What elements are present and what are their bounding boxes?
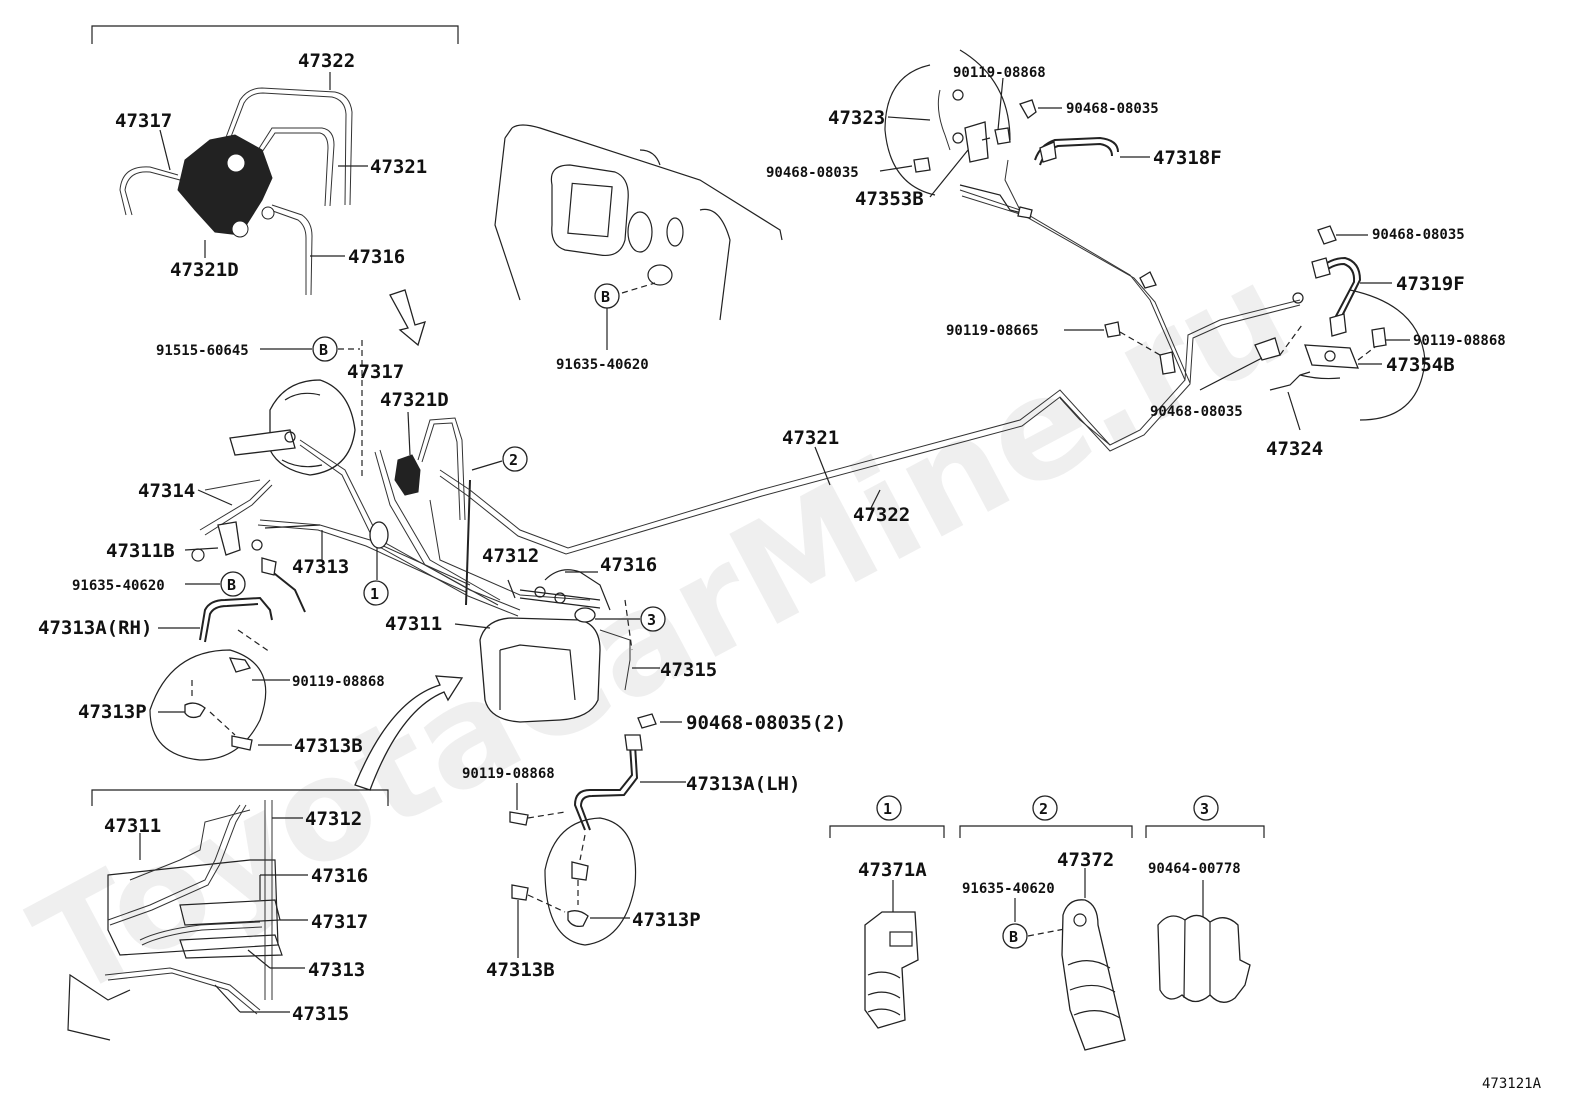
label-47311-mid: 47311	[385, 613, 442, 635]
label-90119-tr: 90119-08868	[953, 65, 1046, 81]
rear-right-assembly	[1254, 225, 1426, 421]
label-47372: 47372	[1057, 849, 1114, 871]
label-47321D-mid: 47321D	[380, 389, 449, 411]
label-47322-top: 47322	[298, 50, 355, 72]
proportioning-valve-mid	[394, 411, 466, 521]
label-47317-mid: 47317	[347, 361, 404, 383]
svg-text:B: B	[1009, 928, 1018, 946]
label-47313P-left: 47313P	[78, 701, 147, 723]
label-47313: 47313	[292, 556, 349, 578]
top-left-inset	[91, 25, 459, 296]
label-90119-lh: 90119-08868	[462, 766, 555, 782]
front-lh-assembly	[509, 713, 682, 946]
inset-arrow-icon	[389, 289, 426, 347]
label-47321-main: 47321	[782, 427, 839, 449]
master-cylinder	[229, 379, 356, 476]
callout-2-mid: 2	[502, 446, 528, 472]
svg-text:1: 1	[370, 585, 379, 603]
label-47312-mid: 47312	[482, 545, 539, 567]
callout-3-mid: 3	[640, 606, 666, 632]
label-47317-top: 47317	[115, 110, 172, 132]
label-47317-inset: 47317	[311, 911, 368, 933]
clamp-detail-2: 2 B	[959, 795, 1133, 1051]
label-47371A: 47371A	[858, 859, 927, 881]
svg-text:B: B	[227, 576, 236, 594]
svg-text:B: B	[601, 288, 610, 306]
label-90119-08665: 90119-08665	[946, 323, 1039, 339]
label-47318F: 47318F	[1153, 147, 1222, 169]
label-47319F: 47319F	[1396, 273, 1465, 295]
callout-b-master: B	[312, 336, 338, 362]
rear-left-assembly	[884, 49, 1176, 375]
clamp-detail-1: 1	[829, 795, 945, 1029]
label-47313A-LH: 47313A(LH)	[686, 773, 800, 795]
callout-b-bay: B	[594, 283, 620, 309]
label-47324: 47324	[1266, 438, 1323, 460]
svg-text:3: 3	[1200, 800, 1209, 818]
label-90119-r: 90119-08868	[1413, 333, 1506, 349]
label-47354B: 47354B	[1386, 354, 1455, 376]
diagram-code: 473121A	[1482, 1076, 1542, 1092]
label-90468-tr1: 90468-08035	[1066, 101, 1159, 117]
label-90468-r2: 90468-08035	[1150, 404, 1243, 420]
label-47316-top: 47316	[348, 246, 405, 268]
label-47315-inset: 47315	[292, 1003, 349, 1025]
callout-b-left: B	[220, 571, 246, 597]
label-47323: 47323	[828, 107, 885, 129]
label-47313A-RH: 47313A(RH)	[38, 617, 152, 639]
label-91515: 91515-60645	[156, 343, 249, 359]
svg-text:2: 2	[1039, 800, 1048, 818]
label-47311B: 47311B	[106, 540, 175, 562]
svg-text:2: 2	[509, 451, 518, 469]
label-91635-clamp: 91635-40620	[962, 881, 1055, 897]
svg-text:3: 3	[647, 611, 656, 629]
label-47314: 47314	[138, 480, 195, 502]
clamp-detail-3: 3	[1145, 795, 1265, 1003]
clamp-2-marker	[465, 479, 471, 606]
svg-text:B: B	[319, 341, 328, 359]
label-47313-inset: 47313	[308, 959, 365, 981]
label-91635-bay: 91635-40620	[556, 357, 649, 373]
clamp-1-marker	[369, 521, 389, 549]
label-47313B-lh: 47313B	[486, 959, 555, 981]
label-47321D-top: 47321D	[170, 259, 239, 281]
callout-1-mid: 1	[363, 580, 389, 606]
label-47315-mid: 47315	[660, 659, 717, 681]
label-91635-left: 91635-40620	[72, 578, 165, 594]
label-90119-left: 90119-08868	[292, 674, 385, 690]
label-47353B: 47353B	[855, 188, 924, 210]
inset-curved-arrow-icon	[354, 675, 464, 791]
label-90468-tr2: 90468-08035	[766, 165, 859, 181]
label-47321-top: 47321	[370, 156, 427, 178]
label-47316-inset: 47316	[311, 865, 368, 887]
label-90468-08035-2: 90468-08035(2)	[686, 712, 846, 734]
svg-text:1: 1	[883, 800, 892, 818]
rear-brake-pipes	[439, 159, 1301, 555]
label-47316-mid: 47316	[600, 554, 657, 576]
label-47313P-lh: 47313P	[632, 909, 701, 931]
pipe-bundle	[199, 439, 591, 617]
abs-actuator	[479, 569, 633, 723]
label-90464: 90464-00778	[1148, 861, 1241, 877]
firewall-panel	[494, 124, 783, 350]
label-47322-main: 47322	[853, 504, 910, 526]
label-90468-r1: 90468-08035	[1372, 227, 1465, 243]
label-47311-inset: 47311	[104, 815, 161, 837]
label-47312-inset: 47312	[305, 808, 362, 830]
label-47313B-left: 47313B	[294, 735, 363, 757]
bottom-left-inset	[67, 789, 389, 1041]
